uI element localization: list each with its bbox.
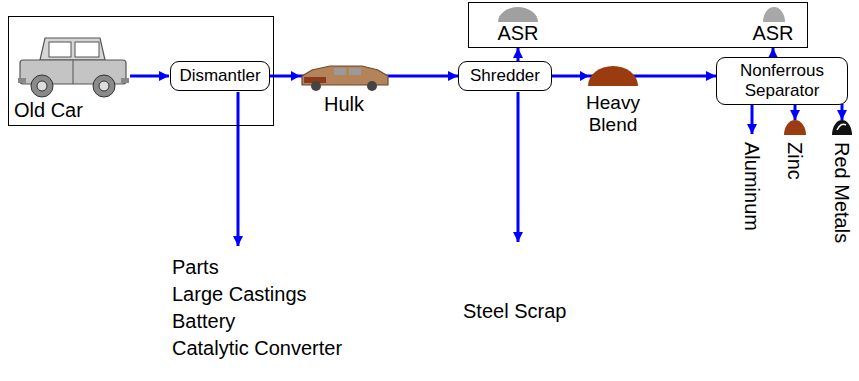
- node-label: ASR: [497, 22, 538, 44]
- label-holder: Battery: [172, 310, 235, 333]
- heavy-blend-pile: [588, 66, 638, 86]
- hulk-window: [334, 68, 346, 75]
- label-holder: Aluminum: [741, 142, 763, 231]
- flow-arrow: [130, 75, 169, 78]
- car-cabin: [40, 38, 105, 60]
- label-holder: Zinc: [784, 142, 806, 180]
- output-arrow: [517, 92, 520, 242]
- old-car-picture: [18, 38, 129, 97]
- output-arrow: [794, 104, 797, 120]
- asr-pile: [763, 7, 785, 22]
- car-bumper: [18, 78, 26, 83]
- car-bumper: [121, 78, 129, 83]
- output-arrow: [841, 104, 844, 120]
- hulk-wheel: [311, 81, 321, 91]
- output-label: Zinc: [784, 142, 806, 180]
- text-holder: ASR: [497, 22, 538, 44]
- label-holder: Heavy Blend: [586, 92, 640, 136]
- region-frame: DismantlerOld Car: [8, 16, 274, 126]
- label-holder: Parts: [172, 256, 219, 279]
- car-hub: [37, 81, 47, 91]
- node-label: Shredder: [470, 66, 540, 86]
- pile-highlight: [837, 124, 846, 130]
- text-holder: ASR: [752, 22, 793, 44]
- flow-connector: [772, 48, 775, 57]
- label-holder: Steel Scrap: [463, 300, 566, 323]
- output-label: Steel Scrap: [463, 300, 566, 323]
- label-holder: Catalytic Converter: [172, 337, 342, 360]
- process-box: Dismantler: [170, 61, 270, 91]
- car-wheel: [93, 75, 115, 97]
- car-window: [75, 42, 99, 57]
- output-arrow: [751, 104, 754, 134]
- label-holder: Hulk: [324, 93, 364, 116]
- output-label: Battery: [172, 310, 235, 333]
- part-label: Hulk: [324, 93, 364, 116]
- arrowhead: [580, 71, 589, 81]
- output-region: ASR ASR: [468, 2, 808, 48]
- output-label: Parts: [172, 256, 219, 279]
- label-holder: Large Castings: [172, 283, 307, 306]
- output-label: Catalytic Converter: [172, 337, 342, 360]
- output-label: Red Metals: [831, 142, 853, 243]
- car-wheel: [31, 75, 53, 97]
- car-hub: [99, 81, 109, 91]
- text-holder: Old Car: [14, 99, 83, 122]
- asr-pile: [498, 7, 538, 22]
- hulk-window: [349, 68, 361, 75]
- process-box: Shredder: [458, 61, 552, 91]
- output-arrow: [237, 92, 240, 246]
- hulk-picture: [302, 66, 388, 91]
- hulk-wheel: [367, 81, 377, 91]
- car-window: [49, 42, 71, 57]
- flow-connector: [517, 48, 520, 61]
- node-label: Nonferrous Separator: [740, 61, 824, 101]
- output-label: Large Castings: [172, 283, 307, 306]
- node-label: Dismantler: [179, 66, 260, 86]
- process-box: Nonferrous Separator: [716, 57, 848, 105]
- output-label: Aluminum: [741, 142, 763, 231]
- node-label: ASR: [752, 22, 793, 44]
- car-door-line: [73, 60, 74, 84]
- zinc-pile: [784, 120, 806, 135]
- red-metals-pile: [832, 120, 852, 135]
- label-holder: Red Metals: [831, 142, 853, 243]
- material-label: Heavy Blend: [586, 92, 640, 136]
- node-label: Old Car: [14, 99, 83, 122]
- arrowhead: [291, 71, 300, 81]
